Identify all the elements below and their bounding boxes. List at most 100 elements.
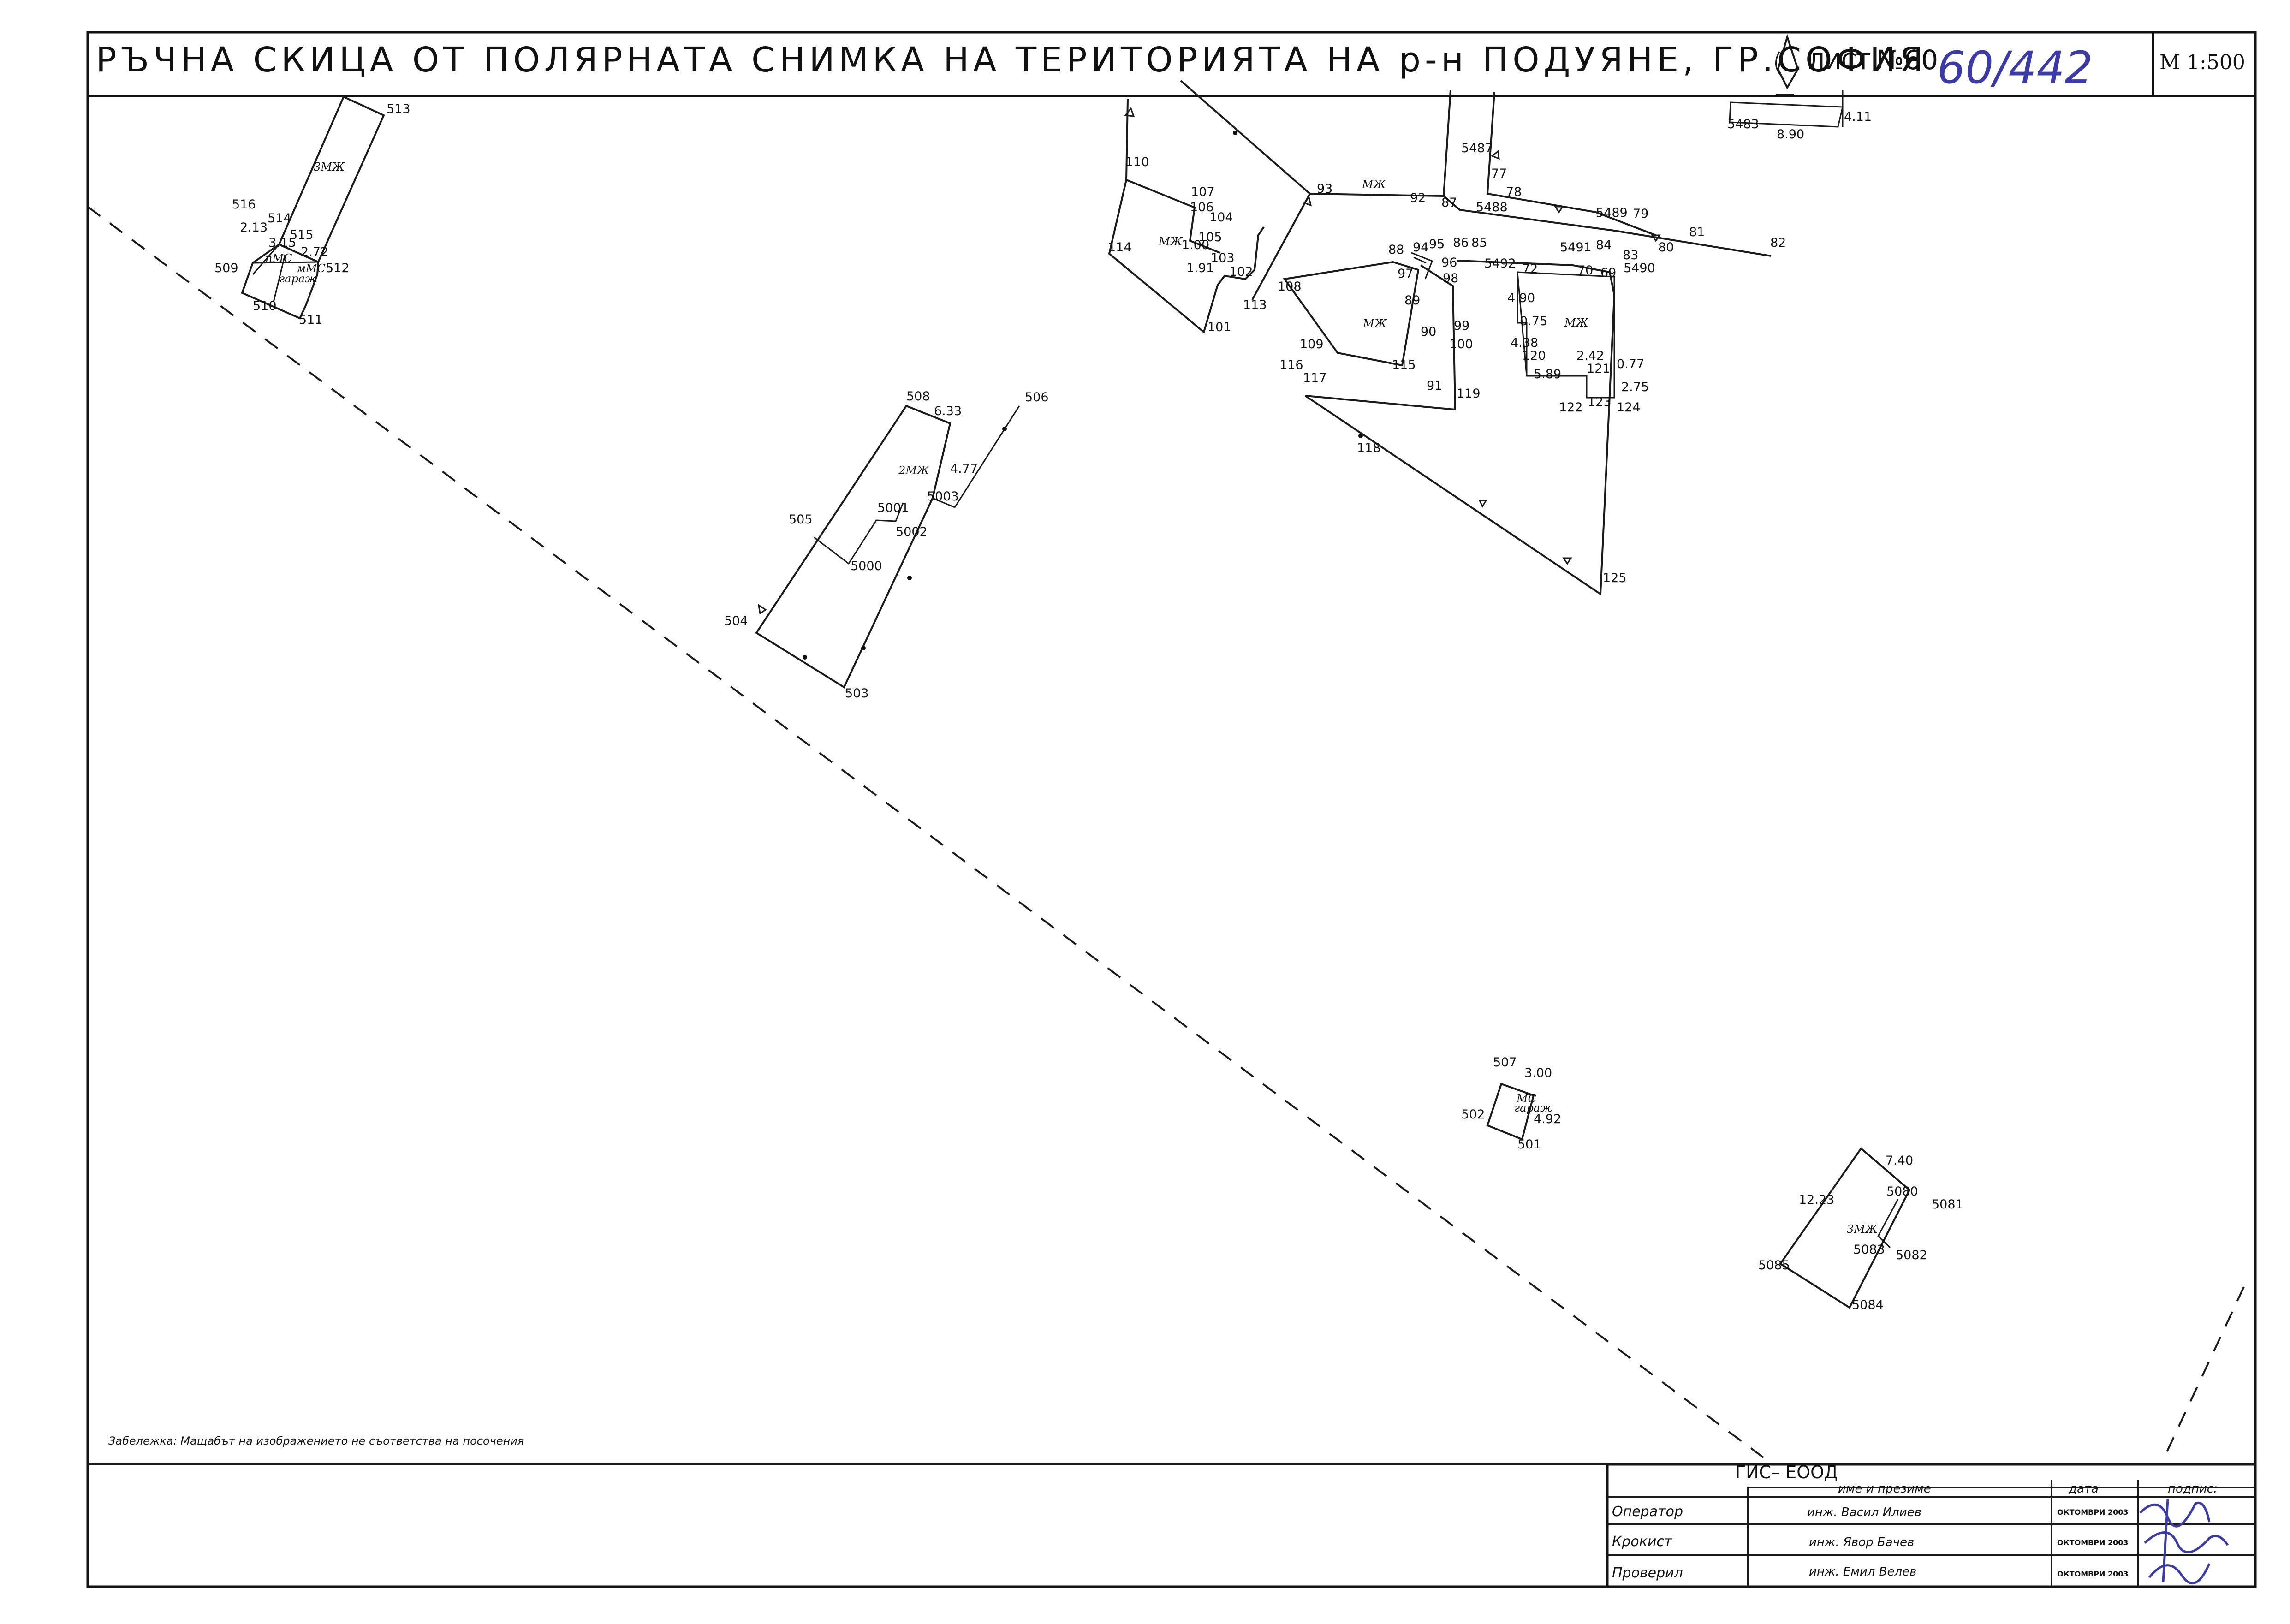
point-label: 5490: [1624, 261, 1655, 275]
point-label: 117: [1303, 371, 1327, 385]
point-label: 83: [1623, 248, 1638, 262]
dimension-label: 1.91: [1186, 261, 1214, 275]
column-name-header: име и презиме: [1838, 1482, 1931, 1496]
point-label: 5002: [896, 525, 928, 539]
building-label: МС: [1516, 1092, 1536, 1105]
point-label: 123: [1588, 395, 1612, 409]
point-label: 103: [1211, 251, 1235, 265]
point-label: 5489: [1596, 206, 1628, 220]
dimension-label: 2.72: [301, 245, 328, 259]
row-operator-role: Оператор: [1612, 1504, 1683, 1520]
point-label: 120: [1522, 349, 1546, 363]
sheet-label: ЛИСТ: [1808, 49, 1871, 75]
point-label: 5491: [1560, 240, 1592, 255]
dashed-boundary-main: [87, 206, 1767, 1461]
point-label: 503: [845, 686, 869, 701]
point-label: 4.38: [1511, 336, 1538, 350]
point-label: 119: [1457, 387, 1481, 401]
point-label: 106: [1190, 200, 1214, 214]
row-checked-role: Проверил: [1612, 1565, 1683, 1581]
point-label: 96: [1441, 256, 1457, 270]
building-label: 3МЖ: [314, 161, 345, 173]
point-label: 5003: [927, 489, 959, 504]
point-label: 104: [1209, 210, 1233, 225]
row-checked-date: ОКТОМВРИ 2003: [2057, 1570, 2129, 1578]
row-checked-name: инж. Емил Велев: [1809, 1565, 1916, 1579]
point-label: 5.89: [1534, 367, 1561, 381]
point-label: 507: [1493, 1055, 1517, 1070]
point-label: 69: [1600, 266, 1616, 280]
point-label: 0.77: [1617, 357, 1644, 371]
point-label: 80: [1658, 240, 1674, 255]
scale-note: Забележка: Мащабът на изображението не с…: [108, 1434, 524, 1447]
building-label: МЖ: [1362, 178, 1386, 191]
sheet-title: РЪЧНА СКИЦА ОТ ПОЛЯРНАТА СНИМКА НА ТЕРИТ…: [96, 40, 1927, 80]
dimension-label: 1.00: [1182, 238, 1209, 252]
point-label: 92: [1410, 191, 1426, 205]
point-label: 91: [1427, 379, 1442, 393]
parcel-513: [241, 95, 385, 320]
point-label: 105: [1198, 230, 1222, 244]
dimension-label: 3.15: [268, 236, 296, 250]
point-label: 502: [1461, 1107, 1485, 1122]
dashed-boundary-corner: [2162, 1286, 2245, 1460]
point-label: 94: [1413, 240, 1428, 255]
point-label: 5084: [1852, 1298, 1884, 1312]
column-sign-header: подпис:: [2168, 1482, 2218, 1496]
parcel-5080: [1779, 1147, 1911, 1309]
street-lines-center: [1283, 89, 1844, 596]
point-label: 5487: [1461, 141, 1493, 155]
building-label: МЖ: [1158, 235, 1183, 248]
point-label: 7.40: [1886, 1154, 1913, 1168]
signatures: [2139, 1499, 2229, 1585]
point-label: 5000: [851, 559, 882, 573]
scale-label: M 1:500: [2159, 51, 2245, 74]
point-label: 109: [1300, 337, 1324, 351]
point-label: 5085: [1758, 1258, 1790, 1273]
row-krokist-role: Крокист: [1612, 1534, 1673, 1550]
point-label: 108: [1278, 280, 1302, 294]
point-label: 72: [1522, 262, 1538, 276]
point-label: 5492: [1484, 256, 1516, 271]
point-label: 89: [1404, 293, 1420, 308]
point-label: 81: [1689, 225, 1705, 239]
sheet-number: №60: [1876, 44, 1938, 76]
point-label: 8.90: [1777, 127, 1804, 142]
point-label: 5080: [1886, 1184, 1918, 1199]
point-label: 115: [1392, 358, 1416, 372]
point-label: 86: [1453, 236, 1469, 250]
point-label: 79: [1633, 207, 1648, 221]
point-label: 506: [1025, 390, 1049, 405]
point-label: 0.75: [1520, 314, 1547, 328]
point-label: 515: [290, 228, 314, 242]
point-label: 4.90: [1507, 291, 1535, 305]
building-label: гараж: [279, 272, 318, 285]
building-label: МЖ: [1362, 317, 1387, 330]
point-label: 516: [232, 197, 256, 212]
point-label: 125: [1603, 571, 1627, 585]
point-label: 101: [1207, 320, 1231, 334]
point-label: 505: [789, 512, 813, 527]
survey-markers: [803, 107, 1661, 660]
point-label: 513: [387, 102, 410, 116]
point-label: 508: [906, 389, 930, 404]
point-label: 514: [268, 211, 291, 226]
row-krokist-name: инж. Явор Бачев: [1809, 1535, 1914, 1549]
point-label: 501: [1517, 1137, 1541, 1152]
point-label: 78: [1506, 185, 1522, 199]
row-operator-name: инж. Васил Илиев: [1807, 1505, 1921, 1519]
point-label: 3.00: [1524, 1066, 1552, 1080]
point-label: 100: [1449, 337, 1473, 351]
garage-507: [1486, 1083, 1535, 1141]
point-label: 2.75: [1621, 380, 1649, 394]
building-label: 3МЖ: [1847, 1223, 1878, 1236]
north-arrow-icon: [1775, 34, 1799, 95]
dimension-label: 4.77: [950, 462, 978, 476]
point-label: 5483: [1727, 117, 1759, 131]
company-name: ГИС– ЕООД: [1735, 1462, 1838, 1482]
row-krokist-date: ОКТОМВРИ 2003: [2057, 1538, 2129, 1547]
point-label: 121: [1587, 362, 1611, 376]
